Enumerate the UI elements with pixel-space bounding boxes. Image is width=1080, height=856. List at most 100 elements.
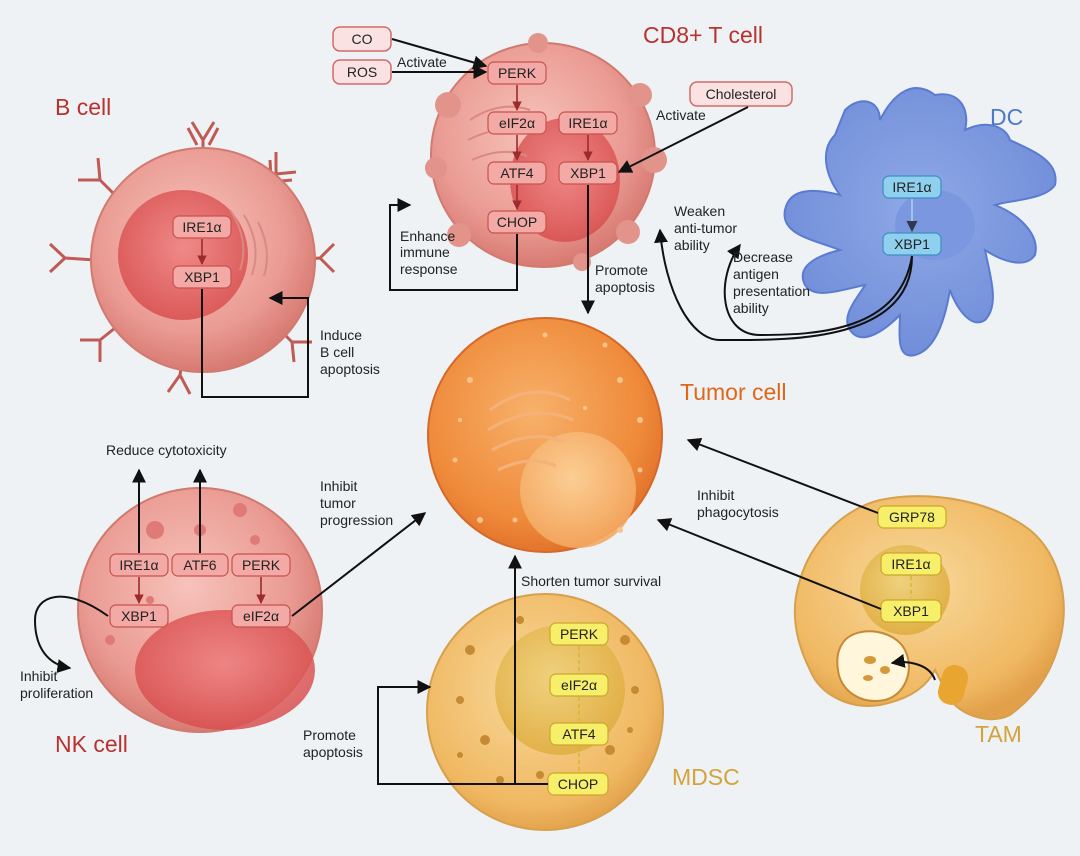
- svg-text:Decrease: Decrease: [733, 249, 793, 265]
- inhibit-proliferation-label: Inhibit proliferation: [20, 668, 93, 701]
- svg-text:IRE1α: IRE1α: [182, 219, 221, 235]
- svg-text:presentation: presentation: [733, 283, 810, 299]
- svg-text:PERK: PERK: [242, 557, 281, 573]
- nk-atf6-box: ATF6: [171, 553, 229, 577]
- cd8-title: CD8+ T cell: [643, 22, 763, 48]
- svg-text:CO: CO: [352, 31, 373, 47]
- b-cell: [48, 121, 336, 395]
- svg-text:PERK: PERK: [560, 626, 599, 642]
- svg-text:IRE1α: IRE1α: [892, 179, 931, 195]
- svg-text:XBP1: XBP1: [121, 608, 157, 624]
- nk-ire1a-box: IRE1α: [109, 553, 169, 577]
- inhibit-phagocytosis-label: Inhibit phagocytosis: [697, 487, 779, 520]
- promote-apoptosis-cd8-label: Promote apoptosis: [595, 262, 655, 295]
- svg-text:apoptosis: apoptosis: [303, 744, 363, 760]
- svg-text:Weaken: Weaken: [674, 203, 725, 219]
- svg-text:ability: ability: [733, 300, 769, 316]
- svg-text:Inhibit: Inhibit: [320, 478, 357, 494]
- svg-text:anti-tumor: anti-tumor: [674, 220, 737, 236]
- mdsc-cell: [426, 593, 664, 831]
- svg-text:phagocytosis: phagocytosis: [697, 504, 779, 520]
- svg-text:XBP1: XBP1: [570, 165, 606, 181]
- b-xbp1-box: XBP1: [172, 265, 232, 289]
- mdsc-chop-box: CHOP: [547, 772, 609, 796]
- svg-text:apoptosis: apoptosis: [320, 361, 380, 377]
- svg-text:Promote: Promote: [303, 727, 356, 743]
- svg-text:IRE1α: IRE1α: [891, 556, 930, 572]
- enhance-immune-label: Enhance immune response: [400, 228, 458, 277]
- internal-pathway-arrows: [134, 85, 918, 771]
- svg-text:ATF4: ATF4: [500, 165, 533, 181]
- dc-title: DC: [990, 104, 1023, 130]
- svg-text:B cell: B cell: [320, 344, 354, 360]
- svg-text:eIF2α: eIF2α: [499, 115, 535, 131]
- svg-text:Cholesterol: Cholesterol: [706, 86, 777, 102]
- nk-eif2a-box: eIF2α: [231, 604, 291, 628]
- mdsc-atf4-box: ATF4: [549, 722, 609, 746]
- svg-text:Promote: Promote: [595, 262, 648, 278]
- tumor-cell: [427, 317, 663, 553]
- ros-box: ROS: [332, 59, 392, 85]
- svg-text:GRP78: GRP78: [889, 509, 935, 525]
- svg-text:PERK: PERK: [498, 65, 537, 81]
- svg-text:IRE1α: IRE1α: [568, 115, 607, 131]
- dc-ire1a-box: IRE1α: [882, 175, 942, 199]
- mdsc-perk-box: PERK: [549, 622, 609, 646]
- tam-xbp1-box: XBP1: [880, 599, 942, 623]
- tumor-title: Tumor cell: [680, 379, 787, 405]
- cd8-eif2a-box: eIF2α: [487, 111, 547, 135]
- svg-text:Inhibit: Inhibit: [697, 487, 734, 503]
- tam-title: TAM: [975, 721, 1022, 747]
- activate-label-1: Activate: [397, 54, 447, 70]
- tam-grp78-box: GRP78: [877, 505, 947, 529]
- cholesterol-box: Cholesterol: [689, 81, 793, 107]
- signal-arrows: [33, 38, 936, 785]
- promote-apoptosis-mdsc-label: Promote apoptosis: [303, 727, 363, 760]
- inhibit-tumor-label: Inhibit tumor progression: [320, 478, 393, 528]
- decrease-label: Decrease antigen presentation ability: [733, 249, 810, 316]
- cd8-ire1a-box: IRE1α: [558, 111, 618, 135]
- mdsc-eif2a-box: eIF2α: [549, 673, 609, 697]
- svg-text:immune: immune: [400, 244, 450, 260]
- svg-text:tumor: tumor: [320, 495, 356, 511]
- activate-label-2: Activate: [656, 107, 706, 123]
- cd8-chop-box: CHOP: [487, 210, 547, 234]
- svg-text:ATF6: ATF6: [183, 557, 216, 573]
- induce-label: Induce B cell apoptosis: [320, 327, 380, 377]
- svg-text:Induce: Induce: [320, 327, 362, 343]
- svg-text:XBP1: XBP1: [184, 269, 220, 285]
- mdsc-title: MDSC: [672, 764, 740, 790]
- cd8-atf4-box: ATF4: [487, 161, 547, 185]
- svg-text:CHOP: CHOP: [497, 214, 537, 230]
- svg-text:ATF4: ATF4: [562, 726, 595, 742]
- svg-text:progression: progression: [320, 512, 393, 528]
- svg-text:IRE1α: IRE1α: [119, 557, 158, 573]
- b-ire1a-box: IRE1α: [172, 215, 232, 239]
- svg-text:ability: ability: [674, 237, 710, 253]
- b-cell-title: B cell: [55, 94, 111, 120]
- svg-text:ROS: ROS: [347, 64, 377, 80]
- nk-xbp1-box: XBP1: [109, 604, 169, 628]
- reduce-cytotoxicity-label: Reduce cytotoxicity: [106, 442, 227, 458]
- svg-text:apoptosis: apoptosis: [595, 279, 655, 295]
- svg-text:eIF2α: eIF2α: [243, 608, 279, 624]
- weaken-label: Weaken anti-tumor ability: [674, 203, 737, 253]
- svg-text:eIF2α: eIF2α: [561, 677, 597, 693]
- svg-text:CHOP: CHOP: [558, 776, 598, 792]
- dc-xbp1-box: XBP1: [882, 232, 942, 256]
- svg-text:Enhance: Enhance: [400, 228, 455, 244]
- svg-text:proliferation: proliferation: [20, 685, 93, 701]
- cd8-perk-box: PERK: [487, 61, 547, 85]
- svg-text:Inhibit: Inhibit: [20, 668, 57, 684]
- nk-title: NK cell: [55, 731, 128, 757]
- svg-text:XBP1: XBP1: [893, 603, 929, 619]
- svg-text:XBP1: XBP1: [894, 236, 930, 252]
- cd8-xbp1-box: XBP1: [558, 161, 618, 185]
- tam-ire1a-box: IRE1α: [880, 552, 942, 576]
- svg-text:response: response: [400, 261, 458, 277]
- nk-perk-box: PERK: [231, 553, 291, 577]
- shorten-survival-label: Shorten tumor survival: [521, 573, 661, 589]
- co-box: CO: [332, 26, 392, 52]
- svg-text:antigen: antigen: [733, 266, 779, 282]
